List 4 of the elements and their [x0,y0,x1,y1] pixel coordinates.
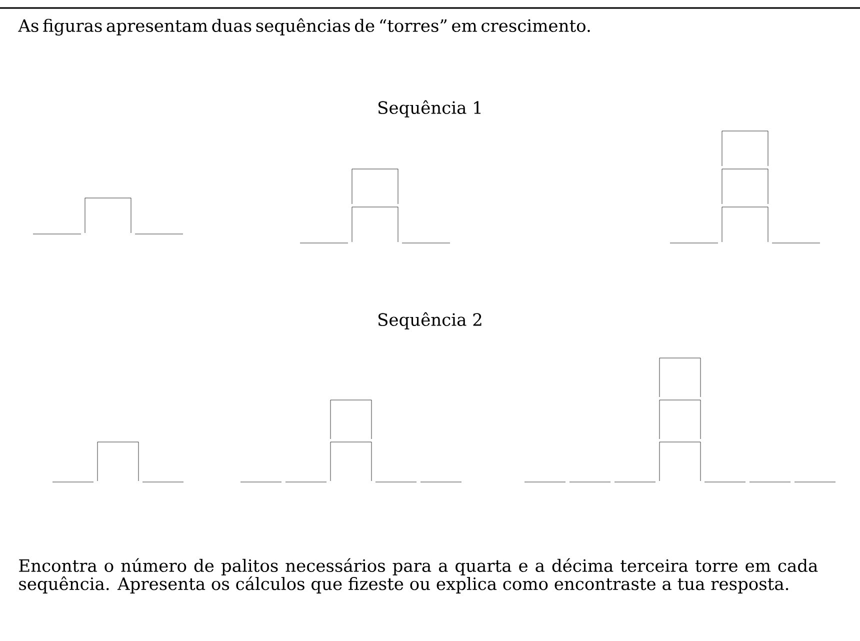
question-text: Encontra o número de palitos necessários para a quarta e a décima terceira torre em cada sequência. Apresenta os cálculos que fizeste ou explica como encontraste a tua resposta. [19,558,818,594]
sequence-heading: Sequência 1 [378,100,480,118]
sequence-heading: Sequência 2 [378,312,482,330]
intro-text: As figuras apresentam duas sequências de “torres” em crescimento. [18,18,590,36]
